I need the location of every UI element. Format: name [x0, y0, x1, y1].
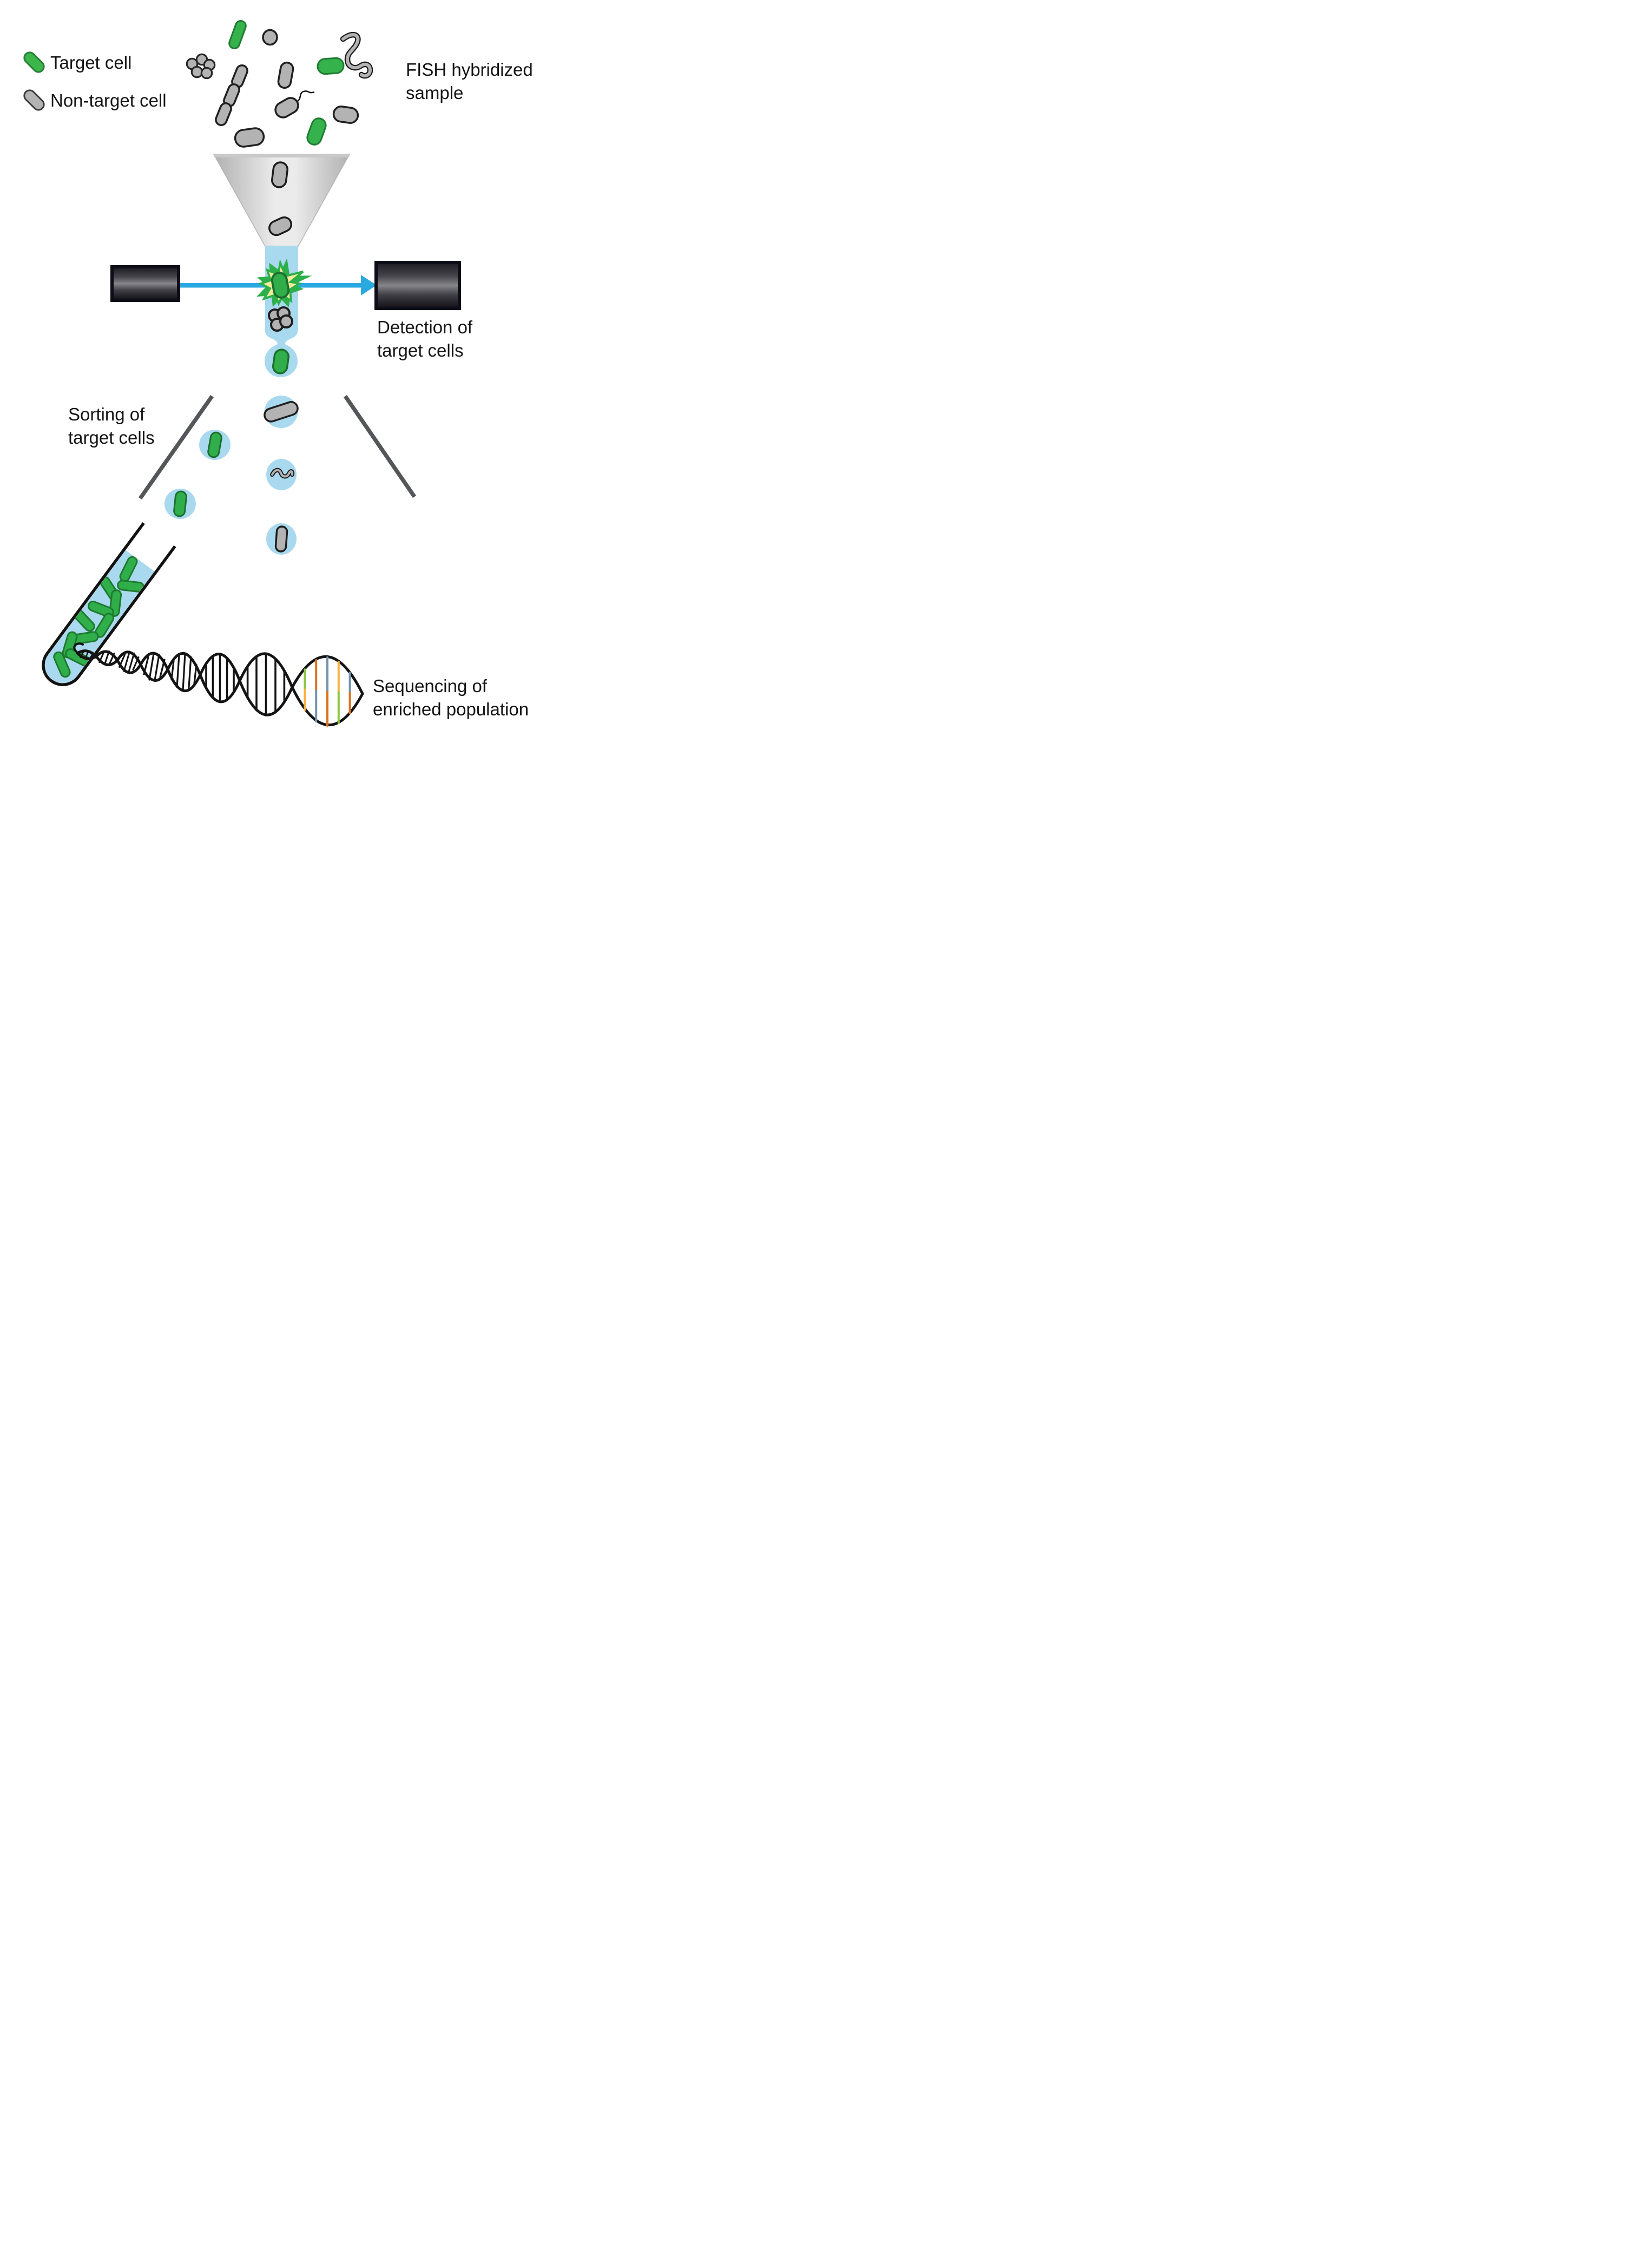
waste-droplet-nontarget: [266, 523, 297, 555]
sorted-droplet-target: [164, 489, 196, 519]
sample-label-line1: FISH hybridized: [406, 60, 533, 80]
non-target-cell-in-funnel: [268, 216, 293, 236]
sorting-label: Sorting of target cells: [68, 403, 155, 449]
non-target-cocci-cluster: [186, 53, 216, 80]
cocci-cluster-in-stream: [268, 306, 293, 332]
legend-nontarget-label: Non-target cell: [50, 90, 167, 110]
waste-droplet-spirillum: [266, 459, 297, 490]
target-cell-in-beam: [271, 272, 290, 299]
sequencing-label: Sequencing of enriched population: [373, 674, 529, 721]
deflection-plate-left: [138, 395, 214, 500]
tube-outline: [42, 522, 176, 686]
diagram-artwork: [23, 20, 461, 727]
dna-rungs-colored: [304, 656, 351, 727]
sequencing-label-line1: Sequencing of: [373, 676, 488, 696]
sample-cells: [186, 20, 373, 148]
non-target-cell-icon: [23, 89, 45, 111]
dna-rungs-small: [80, 650, 94, 660]
detection-label: Detection of target cells: [377, 315, 472, 362]
photodetector: [374, 261, 461, 310]
non-target-cell-in-funnel: [271, 161, 288, 188]
laser-beam-arrowhead: [361, 275, 377, 295]
sequencing-label-line2: enriched population: [373, 699, 529, 719]
fluorescence-starburst: [256, 258, 312, 308]
dna-helix: [73, 642, 364, 727]
dna-rungs: [98, 650, 140, 673]
non-target-spirillum: [340, 31, 373, 79]
target-cell: [228, 20, 247, 49]
dna-rungs: [143, 653, 198, 692]
collected-target-cells: [53, 556, 144, 678]
sorted-droplet-target: [199, 430, 231, 460]
non-target-cell: [234, 127, 265, 148]
deflection-plate-right: [343, 395, 417, 498]
non-target-cell: [262, 29, 278, 46]
sorting-label-line2: target cells: [68, 428, 155, 448]
sorting-label-line1: Sorting of: [68, 404, 145, 424]
detection-label-line2: target cells: [377, 340, 464, 360]
target-cell: [306, 117, 327, 146]
detection-label-line1: Detection of: [377, 317, 473, 337]
laser-source: [110, 265, 180, 302]
target-cell: [317, 57, 345, 75]
funnel-rim: [214, 154, 350, 157]
non-target-flagellated-cell: [274, 90, 315, 119]
sample-label-line2: sample: [406, 83, 464, 103]
non-target-cell-chain: [215, 64, 248, 126]
sample-label: FISH hybridized sample: [406, 58, 533, 104]
droplet-nontarget: [264, 396, 299, 428]
dna-rungs: [205, 653, 286, 716]
non-target-cell: [332, 106, 359, 124]
target-cell-icon: [23, 51, 45, 73]
collection-tube: [42, 522, 176, 686]
fish-facs-diagram: Target cell Non-target cell FISH hybridi…: [0, 0, 551, 747]
non-target-cell: [277, 61, 294, 89]
target-cell-in-droplet: [272, 349, 290, 374]
sample-funnel: [213, 154, 351, 247]
legend-target-label: Target cell: [50, 52, 132, 73]
